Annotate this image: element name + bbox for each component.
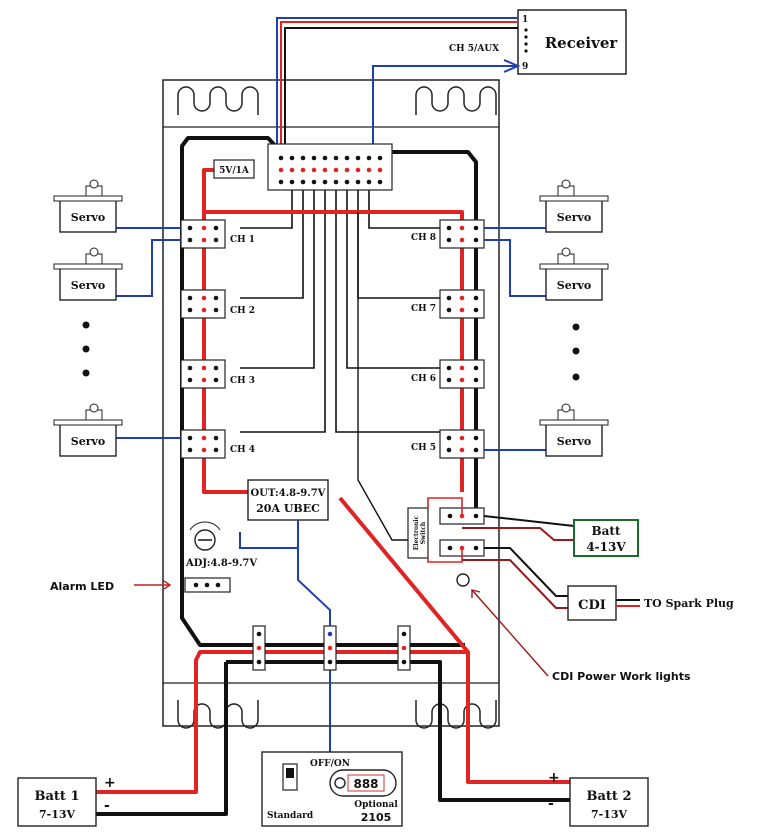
ch5-label: CH 5 <box>411 443 436 453</box>
connector-ch4: CH 4 <box>180 429 255 459</box>
servo-cables <box>114 227 546 451</box>
alarm-led: Alarm LED <box>50 577 231 593</box>
servo-label: Servo <box>71 435 105 448</box>
batt2: Batt 2 7-13V + - <box>548 770 649 827</box>
servo-left-3: Servo <box>53 403 123 457</box>
ch1-label: CH 1 <box>230 235 255 245</box>
spark-plug-label: TO Spark Plug <box>644 597 734 610</box>
model-label: 2105 <box>361 811 392 824</box>
standard-label: Standard <box>267 811 314 821</box>
batt-ign-voltage: 4-13V <box>586 540 626 554</box>
pin-header <box>267 143 393 191</box>
connector-ch8: CH 8 <box>411 219 485 249</box>
connector-ch3: CH 3 <box>180 359 255 389</box>
ellipsis-dots <box>82 321 580 381</box>
electronic-switch: Electronic Switch <box>357 212 429 559</box>
ch6-label: CH 6 <box>411 374 436 384</box>
servo-label: Servo <box>71 211 105 224</box>
adj-label: ADJ:4.8-9.7V <box>185 558 257 569</box>
batt1-voltage: 7-13V <box>39 808 76 821</box>
cdi-title: CDI <box>578 598 606 613</box>
ch3-label: CH 3 <box>230 376 255 386</box>
batt-ignition: Batt 4-13V <box>462 515 639 557</box>
cdi-lights-label: CDI Power Work lights <box>552 670 691 683</box>
servo-right-3: Servo <box>539 403 609 457</box>
batt2-minus: - <box>548 796 554 812</box>
servo-label: Servo <box>557 211 591 224</box>
receiver: Receiver 1 9 CH 5/AUX <box>449 9 627 75</box>
batt1-plus: + <box>104 775 116 791</box>
ch2-label: CH 2 <box>230 306 255 316</box>
batt-ign-title: Batt <box>591 524 620 538</box>
aux-label: CH 5/AUX <box>449 44 499 54</box>
receiver-title: Receiver <box>545 34 619 52</box>
switch-label-1: Electronic <box>413 515 420 550</box>
ubec-title: 20A UBEC <box>256 502 320 515</box>
regulator-label: 5V/1A <box>219 166 250 176</box>
servo-right-2: Servo <box>539 247 609 301</box>
switch-label-2: Switch <box>420 521 427 544</box>
optional-label: Optional <box>354 800 398 810</box>
connector-ch2: CH 2 <box>180 289 255 319</box>
servo-left-1: Servo <box>53 179 123 233</box>
svg-text:888: 888 <box>353 777 378 791</box>
alarm-label: Alarm LED <box>50 580 114 593</box>
batt1-title: Batt 1 <box>35 789 80 804</box>
ch4-label: CH 4 <box>230 445 255 455</box>
offon-label: OFF/ON <box>310 759 350 769</box>
connector-ch5: CH 5 <box>411 429 485 459</box>
cdi-lights-callout: CDI Power Work lights <box>471 589 691 683</box>
servo-label: Servo <box>557 279 591 292</box>
ch8-label: CH 8 <box>411 233 436 243</box>
ubec-output: OUT:4.8-9.7V <box>251 488 326 499</box>
receiver-pin-9: 9 <box>522 62 528 72</box>
servo-right-1: Servo <box>539 179 609 233</box>
ignition-connectors <box>427 497 485 563</box>
batt2-voltage: 7-13V <box>591 808 628 821</box>
servo-left-2: Servo <box>53 247 123 301</box>
receiver-cable <box>276 17 521 152</box>
receiver-pin-1: 1 <box>522 15 528 25</box>
switch-signal-wire <box>297 520 331 760</box>
batt2-plus: + <box>548 770 560 786</box>
bottom-terminals <box>252 625 411 671</box>
batt1: Batt 1 7-13V + - <box>17 775 116 827</box>
batt2-title: Batt 2 <box>587 789 632 804</box>
servo-label: Servo <box>557 435 591 448</box>
cdi-work-light <box>456 573 470 587</box>
regulator-5v: 5V/1A <box>213 159 255 179</box>
connector-ch6: CH 6 <box>411 359 485 389</box>
batt1-minus: - <box>104 798 110 814</box>
servo-label: Servo <box>71 279 105 292</box>
channel-connectors: CH 1 CH 2 CH 3 CH 4 CH 8 <box>180 219 485 459</box>
connector-ch1: CH 1 <box>180 219 255 249</box>
ubec-module: OUT:4.8-9.7V 20A UBEC <box>247 479 329 521</box>
ch7-label: CH 7 <box>411 304 436 314</box>
switch-panel: OFF/ON 888 Standard Optional 2105 <box>261 751 403 827</box>
cdi-unit: CDI TO Spark Plug <box>462 547 734 621</box>
connector-ch7: CH 7 <box>411 289 485 319</box>
